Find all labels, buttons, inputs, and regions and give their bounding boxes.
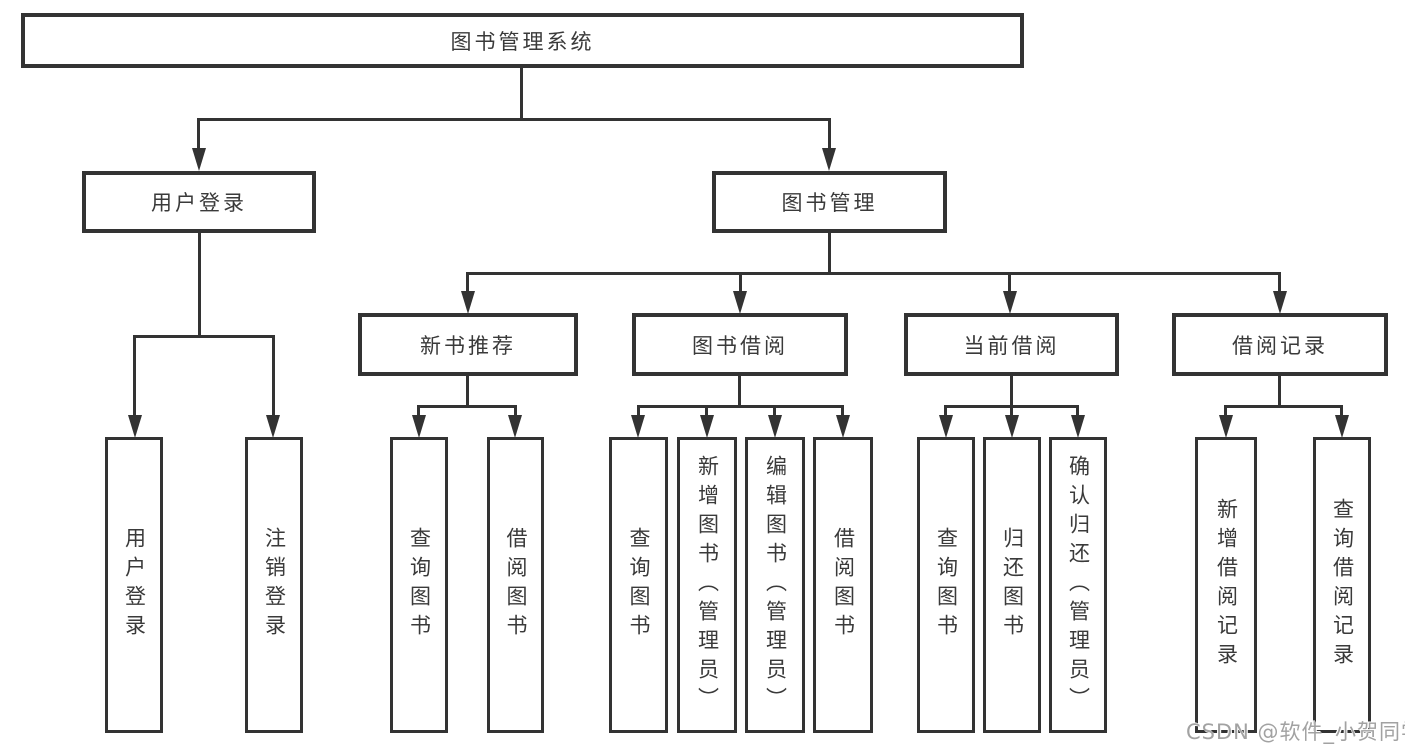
connector-stem bbox=[1340, 405, 1343, 419]
connector-stem bbox=[739, 272, 742, 293]
leaf-borrow-book: 借阅图书 bbox=[813, 437, 873, 733]
connector-arrowhead bbox=[128, 415, 142, 438]
connector-stem bbox=[1224, 405, 1227, 419]
connector-new-books-vline bbox=[466, 376, 469, 408]
node-root: 图书管理系统 bbox=[21, 13, 1024, 68]
connector-root-vline bbox=[520, 68, 523, 121]
connector-arrowhead bbox=[631, 415, 645, 438]
connector-user-login-hline bbox=[133, 335, 275, 338]
connector-arrowhead bbox=[192, 148, 206, 171]
node-current-borrow: 当前借阅 bbox=[904, 313, 1119, 376]
connector-arrowhead bbox=[412, 415, 426, 438]
connector-stem-user-login bbox=[197, 118, 200, 152]
connector-arrowhead bbox=[939, 415, 953, 438]
connector-stem bbox=[773, 405, 776, 419]
connector-book-mgmt-vline bbox=[828, 233, 831, 275]
watermark: CSDN @软件_小贺同学 bbox=[1186, 720, 1405, 744]
leaf-current-return: 归还图书 bbox=[983, 437, 1041, 733]
connector-arrowhead bbox=[1003, 291, 1017, 314]
leaf-new-books-borrow: 借阅图书 bbox=[487, 437, 544, 733]
connector-stem bbox=[1278, 272, 1281, 293]
connector-arrowhead bbox=[1273, 291, 1287, 314]
leaf-borrow-add-admin: 新增图书（管理员） bbox=[677, 437, 737, 733]
node-new-books: 新书推荐 bbox=[358, 313, 578, 376]
leaf-borrow-edit-admin: 编辑图书（管理员） bbox=[745, 437, 805, 733]
connector-new-books-hline bbox=[417, 405, 517, 408]
connector-arrowhead bbox=[733, 291, 747, 314]
connector-stem bbox=[705, 405, 708, 419]
connector-arrowhead bbox=[1071, 415, 1085, 438]
connector-stem bbox=[466, 272, 469, 293]
connector-arrowhead bbox=[1005, 415, 1019, 438]
connector-stem bbox=[1010, 405, 1013, 419]
node-book-borrow: 图书借阅 bbox=[632, 313, 848, 376]
connector-stem bbox=[133, 335, 136, 418]
connector-root-hline bbox=[197, 118, 831, 121]
leaf-records-add: 新增借阅记录 bbox=[1195, 437, 1257, 733]
connector-book-borrow-vline bbox=[738, 376, 741, 408]
connector-arrowhead bbox=[822, 148, 836, 171]
leaf-new-books-query: 查询图书 bbox=[390, 437, 448, 733]
connector-stem bbox=[637, 405, 640, 419]
connector-stem bbox=[1008, 272, 1011, 293]
connector-book-mgmt-hline bbox=[466, 272, 1281, 275]
connector-borrow-records-vline bbox=[1278, 376, 1281, 408]
leaf-current-query: 查询图书 bbox=[917, 437, 975, 733]
connector-stem bbox=[272, 335, 275, 418]
connector-book-borrow-hline bbox=[637, 405, 844, 408]
connector-stem bbox=[944, 405, 947, 419]
connector-stem bbox=[417, 405, 420, 419]
connector-current-borrow-vline bbox=[1010, 376, 1013, 408]
connector-arrowhead bbox=[768, 415, 782, 438]
connector-arrowhead bbox=[700, 415, 714, 438]
connector-arrowhead bbox=[266, 415, 280, 438]
connector-arrowhead bbox=[508, 415, 522, 438]
leaf-user-login: 用户登录 bbox=[105, 437, 163, 733]
connector-borrow-records-hline bbox=[1224, 405, 1343, 408]
connector-arrowhead bbox=[461, 291, 475, 314]
connector-arrowhead bbox=[836, 415, 850, 438]
connector-stem-book-mgmt bbox=[828, 118, 831, 152]
connector-arrowhead bbox=[1335, 415, 1349, 438]
node-book-mgmt: 图书管理 bbox=[712, 171, 947, 233]
node-borrow-records: 借阅记录 bbox=[1172, 313, 1388, 376]
connector-stem bbox=[1076, 405, 1079, 419]
leaf-current-confirm-admin: 确认归还（管理员） bbox=[1049, 437, 1107, 733]
leaf-borrow-query: 查询图书 bbox=[609, 437, 668, 733]
connector-stem bbox=[514, 405, 517, 419]
leaf-logout: 注销登录 bbox=[245, 437, 303, 733]
connector-stem bbox=[841, 405, 844, 419]
leaf-records-query: 查询借阅记录 bbox=[1313, 437, 1371, 733]
connector-user-login-vline bbox=[198, 233, 201, 338]
node-user-login: 用户登录 bbox=[82, 171, 316, 233]
connector-arrowhead bbox=[1219, 415, 1233, 438]
